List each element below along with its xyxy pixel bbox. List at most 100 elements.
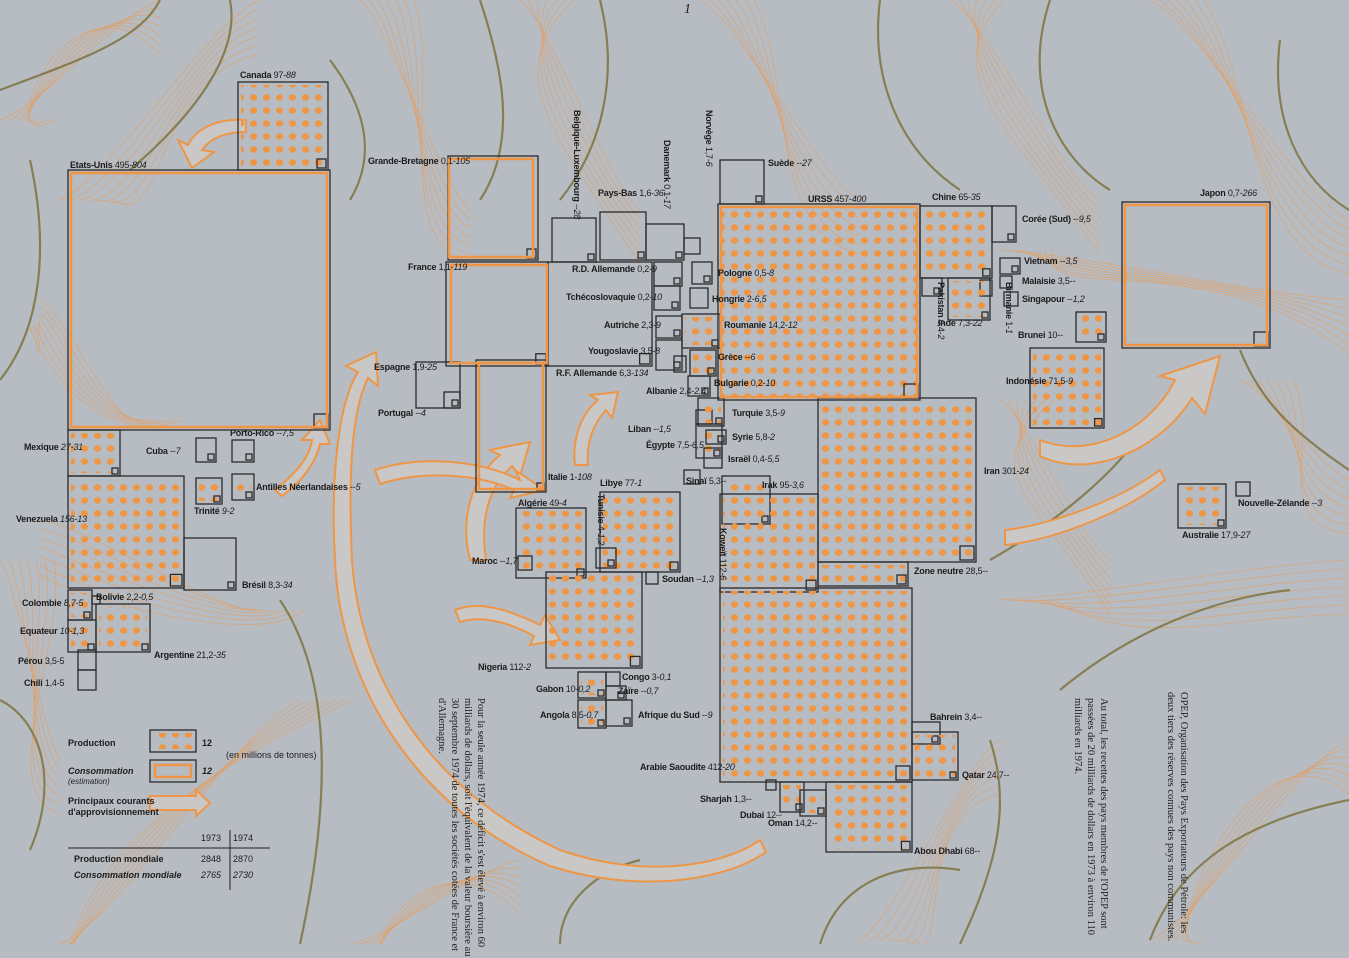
flow-line-85 xyxy=(1158,748,1349,941)
flow-line-96 xyxy=(904,784,1001,943)
production-fill-dubai xyxy=(783,785,801,809)
country-name: Israël xyxy=(728,454,751,464)
consumption-outline-maroc xyxy=(517,555,533,571)
country-square-suede xyxy=(719,159,765,205)
country-name: Portugal xyxy=(378,408,413,418)
label-etats-unis: Etats-Unis 495-804 xyxy=(70,160,147,170)
flow-line-72 xyxy=(1017,249,1349,319)
flow-line-15 xyxy=(39,308,140,421)
production-value: -- xyxy=(347,482,356,492)
country-name: R.D. Allemande xyxy=(572,264,635,274)
production-value: 301- xyxy=(999,466,1020,476)
country-square-r-d-allemande xyxy=(653,261,683,287)
consumption-value: 35 xyxy=(216,650,226,660)
country-square-bulgarie xyxy=(687,375,711,397)
country-square-libye xyxy=(599,491,681,573)
consumption-value: 5,5 xyxy=(767,454,780,464)
production-value: -- xyxy=(1309,498,1318,508)
country-name: Etats-Unis xyxy=(70,160,113,170)
country-name: Irak xyxy=(762,480,778,490)
country-square-tunisie xyxy=(595,547,617,569)
flow-line-81 xyxy=(1035,595,1349,615)
label-grece: Grèce --6 xyxy=(718,352,755,362)
label-chili: Chili 1,4-5 xyxy=(24,678,65,688)
consumption-outline-sinai xyxy=(683,469,701,485)
production-value: 95- xyxy=(777,480,793,490)
production-fill-trinite xyxy=(199,481,219,501)
consumption-value: 12 xyxy=(787,320,798,330)
production-value: 112- xyxy=(718,556,728,576)
label-tunisie: Tunisie 4-1,2 xyxy=(596,494,606,545)
flow-line-101 xyxy=(376,876,521,944)
consumption-outline-bresil xyxy=(183,537,237,591)
country-name: France xyxy=(408,262,437,272)
production-value: 2,4- xyxy=(677,386,695,396)
label-syrie: Syrie 5,8-2 xyxy=(732,432,775,442)
inner-square-bulgarie xyxy=(701,387,709,395)
production-value: -- xyxy=(742,352,751,362)
flow-line-70 xyxy=(999,249,1349,301)
consumption-outline-nouvelle-zelande xyxy=(1235,481,1251,497)
production-value: -- xyxy=(497,556,506,566)
consumption-value: 6,5 xyxy=(754,294,767,304)
country-name: Zone neutre xyxy=(914,566,964,576)
flow-line-106 xyxy=(8,559,61,770)
consumption-outline-r-d-allemande xyxy=(653,261,683,287)
consumption-value: 1,2 xyxy=(1072,294,1085,304)
flow-line-124 xyxy=(1284,379,1349,526)
consumption-value: - xyxy=(748,794,752,804)
country-name: Dubai xyxy=(740,810,765,820)
inner-square-mexique xyxy=(111,467,119,475)
consumption-value: 10 xyxy=(765,378,776,388)
country-square-venezuela xyxy=(67,475,185,589)
flow-line-36 xyxy=(368,0,471,220)
country-name: Pays-Bas xyxy=(598,188,637,198)
flow-line-49 xyxy=(699,0,861,201)
inner-square-qatar xyxy=(949,771,957,779)
country-name: Abou Dhabi xyxy=(914,846,963,856)
flow-line-10 xyxy=(86,26,261,201)
flow-line-56 xyxy=(949,0,1101,201)
country-square-malaisie xyxy=(999,275,1013,289)
consumption-value: 3,5 xyxy=(1065,256,1078,266)
consumption-outline-israel xyxy=(703,447,723,469)
inner-square-cuba xyxy=(207,453,215,461)
label-autriche: Autriche 2,3-9 xyxy=(604,320,661,330)
production-value: -- xyxy=(274,428,282,438)
consumption-outline-pays-bas xyxy=(599,211,647,261)
flow-line-29 xyxy=(69,699,310,944)
country-name: Belgique-Luxembourg xyxy=(572,110,582,202)
consumption-value: 28 xyxy=(572,209,582,220)
production-value: -- xyxy=(699,710,708,720)
country-square-nouvelle-zelande xyxy=(1235,481,1251,497)
country-name: Hongrie xyxy=(712,294,745,304)
country-square-roumanie xyxy=(681,313,721,349)
consumption-value: 108 xyxy=(577,472,592,482)
consumption-ring-0 xyxy=(69,171,329,429)
inner-square-belgique-luxembourg xyxy=(587,253,595,261)
consumption-value: - xyxy=(979,712,982,722)
label-zone-neutre: Zone neutre 28,5-- xyxy=(914,566,988,576)
flow-line-46 xyxy=(541,0,641,247)
label-libye: Libye 77-1 xyxy=(600,478,642,488)
flow-line-93 xyxy=(877,757,1001,941)
flow-line-12 xyxy=(104,44,261,203)
country-name: R.F. Allemande xyxy=(556,368,617,378)
label-malaisie: Malaisie 3,5-- xyxy=(1022,276,1075,286)
inner-square-gabon xyxy=(597,689,605,697)
inner-square-r-f-allemande xyxy=(638,352,651,365)
country-square-antilles-neerlandaises xyxy=(231,473,255,501)
country-name: Congo xyxy=(622,672,650,682)
consumption-value: - xyxy=(1060,330,1063,340)
legend-production-label: Production xyxy=(68,738,116,748)
consumption-value: 266 xyxy=(1242,188,1258,198)
consumption-outline-perou xyxy=(77,649,97,671)
country-square-chili xyxy=(77,669,97,691)
country-name: Chine xyxy=(932,192,957,202)
country-name: Sinaï xyxy=(686,476,707,486)
country-name: Algérie xyxy=(518,498,548,508)
production-value: 7,5- xyxy=(674,440,692,450)
country-square-turquie xyxy=(697,397,725,427)
legend-consumption-sub: (estimation) xyxy=(68,777,110,786)
